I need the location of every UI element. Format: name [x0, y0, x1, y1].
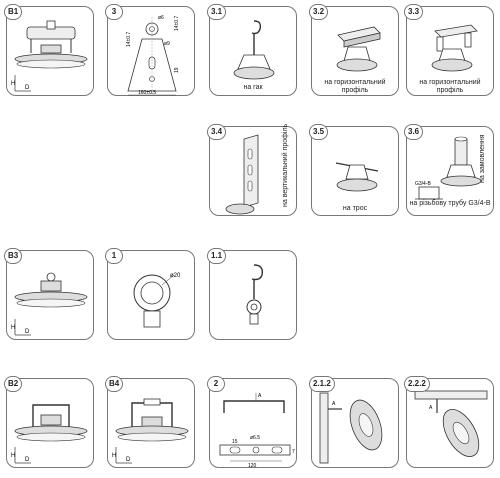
card-3-6-threaded-pipe: G3/4-B на замовлення на різьбову трубу G… — [404, 124, 494, 216]
dim-7: 7 — [292, 449, 295, 455]
dim-120: 120 — [248, 463, 257, 469]
cable-mount-drawing — [335, 162, 379, 192]
lamp-with-bracket-drawing: H D — [11, 20, 88, 92]
card-tag: B2 — [4, 376, 23, 392]
card-2-u-bracket-dimensions: A 15 ø6.5 120 7 2 — [207, 376, 297, 469]
horizontal-profile-mount-drawing — [336, 26, 381, 72]
wall-mount-drawing: A — [319, 392, 383, 464]
arrow-label: A — [429, 405, 433, 411]
eye-bolt-drawing: ø20 — [133, 273, 181, 328]
depth-label: D — [25, 457, 30, 463]
card-b1: H D B1 — [4, 4, 94, 96]
height-label: H — [11, 81, 15, 87]
card-tag: 3.1 — [207, 4, 227, 20]
lamp-with-frame-drawing: H D — [112, 398, 189, 464]
caption: на вертикальний профіль — [282, 123, 289, 207]
threaded-pipe-mount-drawing: G3/4-B — [415, 136, 482, 200]
bracket-dimension-drawing: 14±0.7 14±0.7 19 ø9 ø6 160±0.5 — [126, 15, 180, 96]
vertical-profile-mount-drawing — [225, 134, 259, 215]
card-tag: 3.2 — [309, 4, 329, 20]
card-tag: 3.6 — [404, 124, 424, 140]
lamp-with-eye-drawing: H D — [11, 272, 88, 336]
u-bracket-dimension-drawing: A 15 ø6.5 120 7 — [219, 393, 295, 469]
card-3-4-vertical-profile: на вертикальний профіль 3.4 — [207, 123, 297, 216]
card-tag: 2 — [207, 376, 225, 392]
card-tag: 3 — [105, 4, 123, 20]
dim-diameter: ø20 — [170, 273, 181, 279]
caption: на гак — [243, 84, 263, 91]
card-tag: 1.1 — [207, 248, 227, 264]
card-tag: 3.5 — [309, 124, 329, 140]
card-3-5-cable: на трос 3.5 — [309, 124, 399, 216]
card-tag: B3 — [4, 248, 23, 264]
dim-bottom: 160±0.5 — [138, 90, 156, 96]
caption: на трос — [342, 205, 368, 212]
depth-label: D — [25, 329, 30, 335]
card-tag: 1 — [105, 248, 123, 264]
hook-mount-drawing — [233, 20, 275, 80]
dim-15: 15 — [232, 439, 238, 445]
horizontal-profile-clamp-drawing — [431, 24, 478, 72]
card-tag: B4 — [105, 376, 124, 392]
card-3-3-horizontal-profile: на горизонтальний профіль 3.3 — [404, 4, 494, 96]
card-3-1-hook: на гак 3.1 — [207, 4, 297, 96]
card-b4: H D B4 — [105, 376, 195, 468]
card-2-1-2-wall-mount: A 2.1.2 — [309, 376, 399, 468]
lamp-with-u-bracket-drawing: H D — [11, 404, 88, 464]
dim-right: 19 — [174, 67, 180, 73]
height-label: H — [11, 453, 15, 459]
height-label: H — [11, 325, 15, 331]
thread-label: G3/4-B — [415, 181, 432, 187]
depth-label: D — [25, 85, 30, 91]
hook-eye-drawing — [246, 264, 264, 325]
height-label: H — [112, 453, 116, 459]
dim-diameter-small: ø6 — [158, 15, 164, 21]
card-3-2-horizontal-profile: на горизонтальний профіль 3.2 — [309, 4, 399, 96]
card-b3: H D B3 — [4, 248, 94, 340]
card-b2: H D B2 — [4, 376, 94, 468]
card-tag: 2.2.2 — [404, 376, 430, 392]
caption: на горизонтальний профіль — [419, 79, 481, 94]
card-2-2-2-ceiling-mount: A 2.2.2 — [404, 376, 494, 468]
card-1-eye-bolt: ø20 1 — [105, 248, 195, 340]
caption: на різьбову трубу G3/4-B — [409, 200, 491, 207]
card-tag: 3.4 — [207, 124, 227, 140]
card-tag: 3.3 — [404, 4, 424, 20]
card-1-1-hook-eye: 1.1 — [207, 248, 297, 340]
dim-left: 14±0.7 — [126, 32, 132, 47]
ceiling-mount-drawing: A — [414, 390, 488, 457]
caption: на горизонтальний профіль — [324, 79, 386, 94]
dim-6-5: ø6.5 — [250, 435, 260, 441]
card-3-bracket-dimensions: 14±0.7 14±0.7 19 ø9 ø6 160±0.5 3 — [105, 4, 195, 96]
card-tag: 2.1.2 — [309, 376, 335, 392]
arrow-label: A — [258, 393, 262, 399]
arrow-label: A — [332, 401, 336, 407]
depth-label: D — [126, 457, 131, 463]
side-caption: на замовлення — [479, 134, 486, 183]
card-tag: B1 — [4, 4, 23, 20]
dim-top: 14±0.7 — [174, 16, 180, 31]
dim-diameter: ø9 — [164, 41, 170, 47]
